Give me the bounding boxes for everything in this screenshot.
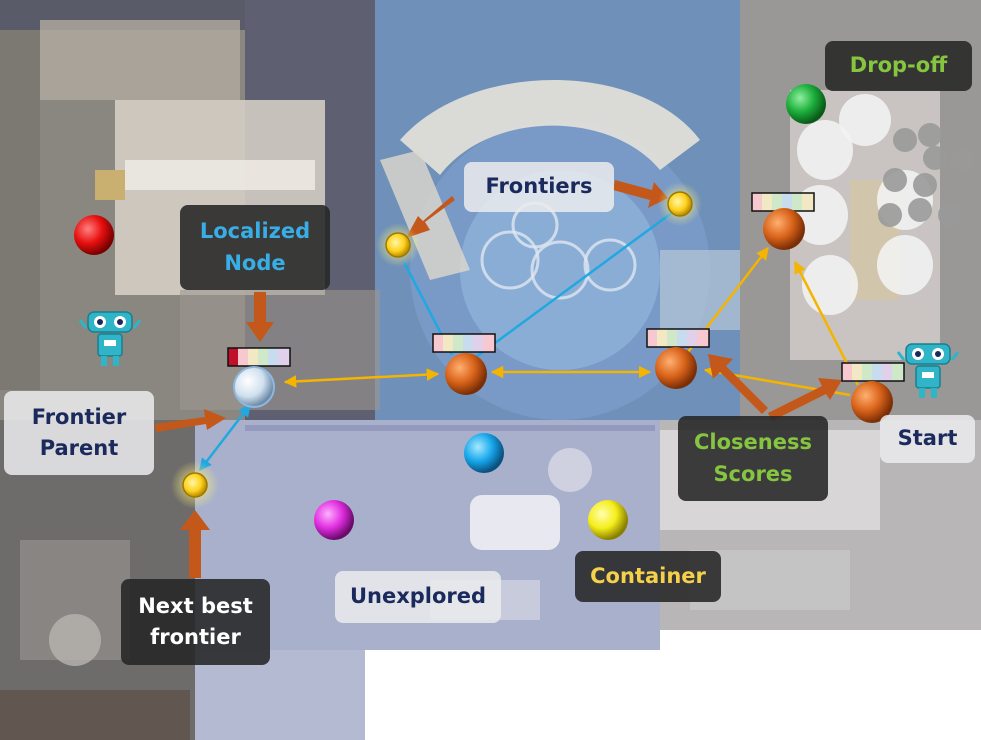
label-container: Container: [575, 551, 721, 602]
graph-node-2: [655, 347, 697, 389]
graph-nodes: [233, 208, 893, 423]
label-unexplored: Unexplored: [335, 571, 501, 623]
label-start: Start: [880, 415, 975, 463]
object-marker-magenta: [314, 500, 354, 540]
edge-node1-to-frontier-right: [475, 210, 674, 359]
score-bar-start: [841, 362, 905, 382]
object-marker-blue: [464, 433, 504, 473]
arrow-score-to-node2: [708, 354, 768, 414]
arrow-to-localized-node: [246, 292, 274, 342]
frontier-point-right: [667, 191, 693, 217]
label-next-best-frontier: Next best frontier: [121, 579, 270, 665]
score-bar-node1: [432, 333, 496, 353]
object-marker-yellow: [588, 500, 628, 540]
robot-icon: [896, 343, 960, 398]
arrow-to-frontier-right: [613, 180, 668, 208]
arrow-to-frontier-parent: [155, 409, 226, 432]
score-bars: [227, 192, 905, 382]
score-bar-node2: [646, 328, 710, 348]
frontier-points: [171, 182, 702, 509]
label-localized-node: Localized Node: [180, 205, 330, 290]
object-marker-green: [786, 84, 826, 124]
frontier-point-left: [385, 232, 411, 258]
arrow-to-frontier-left: [406, 196, 455, 238]
edge-localized-to-next-best: [199, 404, 251, 471]
arrow-to-next-best-frontier: [180, 510, 210, 578]
label-closeness-scores: Closeness Scores: [678, 416, 828, 501]
graph-node-3: [763, 208, 805, 250]
next-best-frontier-point: [182, 472, 208, 498]
object-marker-red: [74, 215, 114, 255]
label-drop-off: Drop-off: [825, 41, 972, 91]
score-bar-node3: [751, 192, 815, 212]
arrow-score-to-start: [768, 378, 842, 421]
score-bar-localized: [227, 347, 291, 367]
robot-icon: [78, 311, 142, 366]
edge-localized-to-node1: [283, 368, 440, 388]
object-markers: [74, 84, 826, 540]
label-frontier-parent: Frontier Parent: [4, 391, 154, 475]
start-node: [851, 381, 893, 423]
pointer-arrows: [155, 180, 842, 578]
graph-node-1: [445, 353, 487, 395]
label-frontiers: Frontiers: [464, 162, 614, 212]
localized-node: [233, 366, 275, 408]
